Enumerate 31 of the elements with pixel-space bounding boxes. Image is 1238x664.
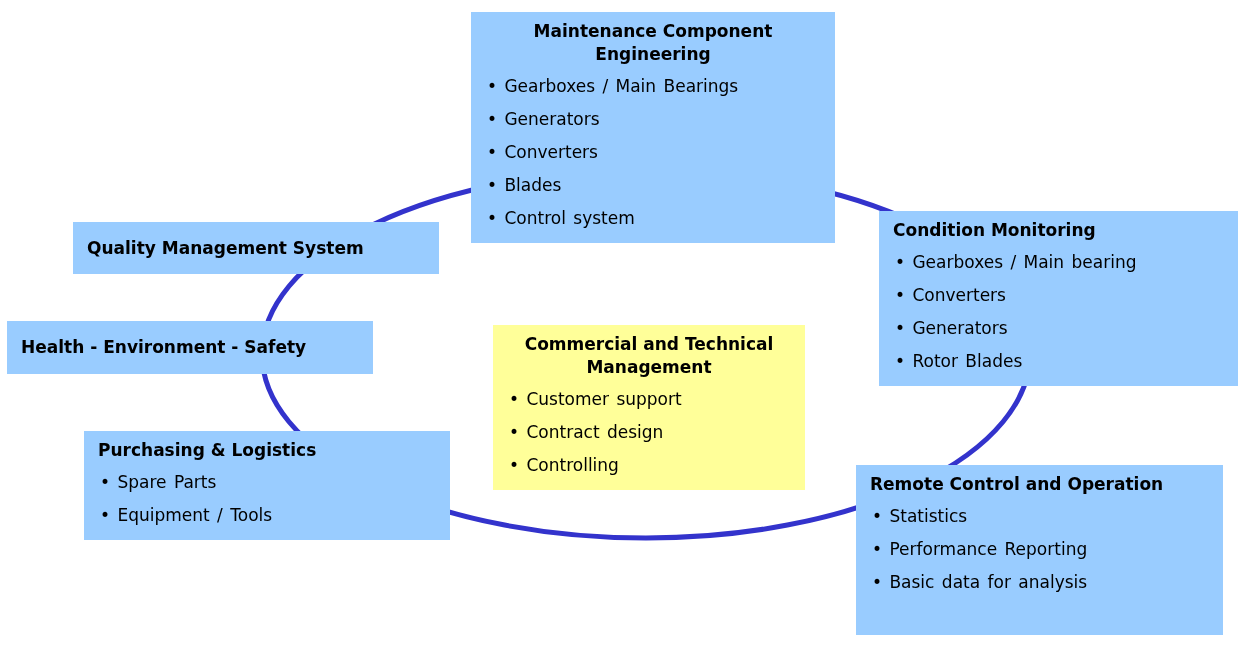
bullet-item: • Control system: [487, 207, 636, 230]
bullet-item: • Equipment / Tools: [100, 504, 274, 527]
bullet-item: • Converters: [487, 141, 599, 164]
info-box: [471, 12, 835, 243]
bullet-item: • Converters: [895, 284, 1007, 307]
bullet-item: • Spare Parts: [100, 471, 218, 494]
box-heading: Quality Management System: [87, 236, 364, 260]
bullet-item: • Gearboxes / Main Bearings: [487, 75, 740, 98]
box-heading: Remote Control and Operation: [870, 473, 1165, 496]
bullet-item: • Gearboxes / Main bearing: [895, 251, 1138, 274]
box-heading: Commercial and Technical Management: [523, 333, 775, 379]
bullet-item: • Contract design: [509, 421, 665, 444]
info-box: [7, 321, 373, 374]
box-heading: Maintenance Component Engineering: [532, 20, 774, 66]
box-heading: Purchasing & Logistics: [98, 439, 318, 462]
info-box: [493, 325, 805, 490]
info-box: [856, 465, 1223, 635]
box-heading: Condition Monitoring: [893, 219, 1097, 242]
bullet-item: • Rotor Blades: [895, 350, 1024, 373]
box-heading: Health - Environment - Safety: [21, 336, 307, 359]
bullet-item: • Statistics: [872, 505, 969, 528]
bullet-item: • Performance Reporting: [872, 538, 1089, 561]
info-box: [879, 211, 1238, 386]
info-box: [73, 222, 439, 274]
bullet-item: • Customer support: [509, 388, 683, 411]
bullet-item: • Generators: [487, 108, 601, 131]
bullet-item: • Controlling: [509, 454, 620, 477]
bullet-item: • Blades: [487, 174, 563, 197]
info-box: [84, 431, 450, 540]
bullet-item: • Basic data for analysis: [872, 571, 1089, 594]
bullet-item: • Generators: [895, 317, 1009, 340]
